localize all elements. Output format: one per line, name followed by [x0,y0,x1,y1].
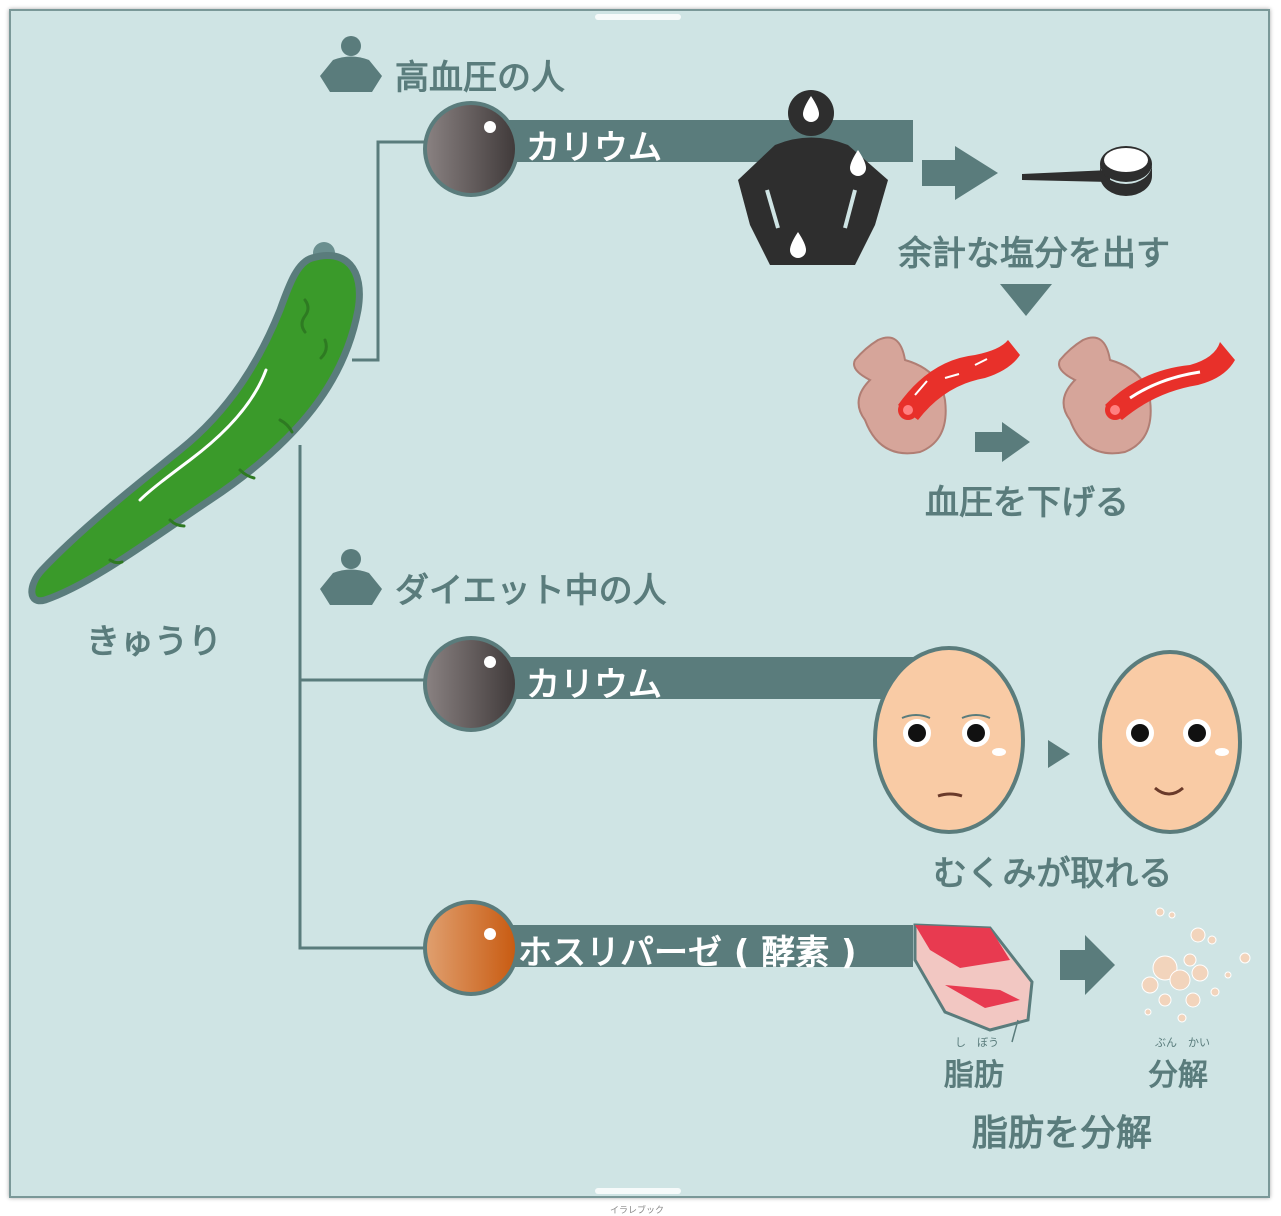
sweating-person-icon [738,90,888,265]
connector-lines [298,140,428,950]
fat-label: 脂肪 [944,1058,1004,1093]
step-label-excess-salt: 余計な塩分を出す [898,234,1170,274]
arrow-right-icon-2 [1060,935,1115,995]
illustration-frame [9,9,1270,1198]
step-label-lower-bp: 血圧を下げる [925,483,1129,523]
decompose-label: 分解 [1148,1058,1208,1093]
fat-reading: し ぼう [955,1036,999,1049]
decompose-reading: ぶん かい [1155,1036,1210,1049]
swollen-face-icon [873,646,1025,834]
person-icon-diet [320,549,382,605]
slim-face-icon [1098,650,1242,834]
decomposed-fat-bubbles-icon [1141,907,1251,1023]
frame-notch-top [595,14,681,20]
nutrient-label-potassium-2: カリウム [526,665,662,705]
person-icon-high-bp [320,36,382,92]
frame-notch-bottom [595,1188,681,1194]
heart-before-icon [853,336,1020,455]
enzyme-bar [470,925,913,967]
potassium-bar-2 [470,657,915,699]
nutrient-label-potassium-1: カリウム [526,128,662,168]
fat-meat-icon [913,923,1034,1043]
nutrient-label-enzyme: ホスリパーゼ ( 酵素 ) [518,933,857,973]
cucumber-illustration [28,242,363,605]
potassium-ball-1 [423,101,519,197]
arrow-right-small-icon [975,422,1030,462]
enzyme-ball [423,900,519,996]
heart-after-icon [1058,336,1235,455]
potassium-ball-2 [423,636,519,732]
credit-text: イラレブック [610,1206,665,1216]
salt-spoon-icon [1022,146,1152,196]
arrow-right-icon [922,146,998,200]
effect-label-fat-decompose: 脂肪を分解 [972,1113,1153,1154]
effect-label-swelling: むくみが取れる [933,854,1173,894]
down-arrow-icon [1000,284,1052,316]
cucumber-label: きゅうり [86,622,222,662]
arrow-right-tiny-icon [1048,740,1070,768]
group-label-diet: ダイエット中の人 [395,571,667,611]
group-label-high-bp: 高血圧の人 [395,58,565,98]
